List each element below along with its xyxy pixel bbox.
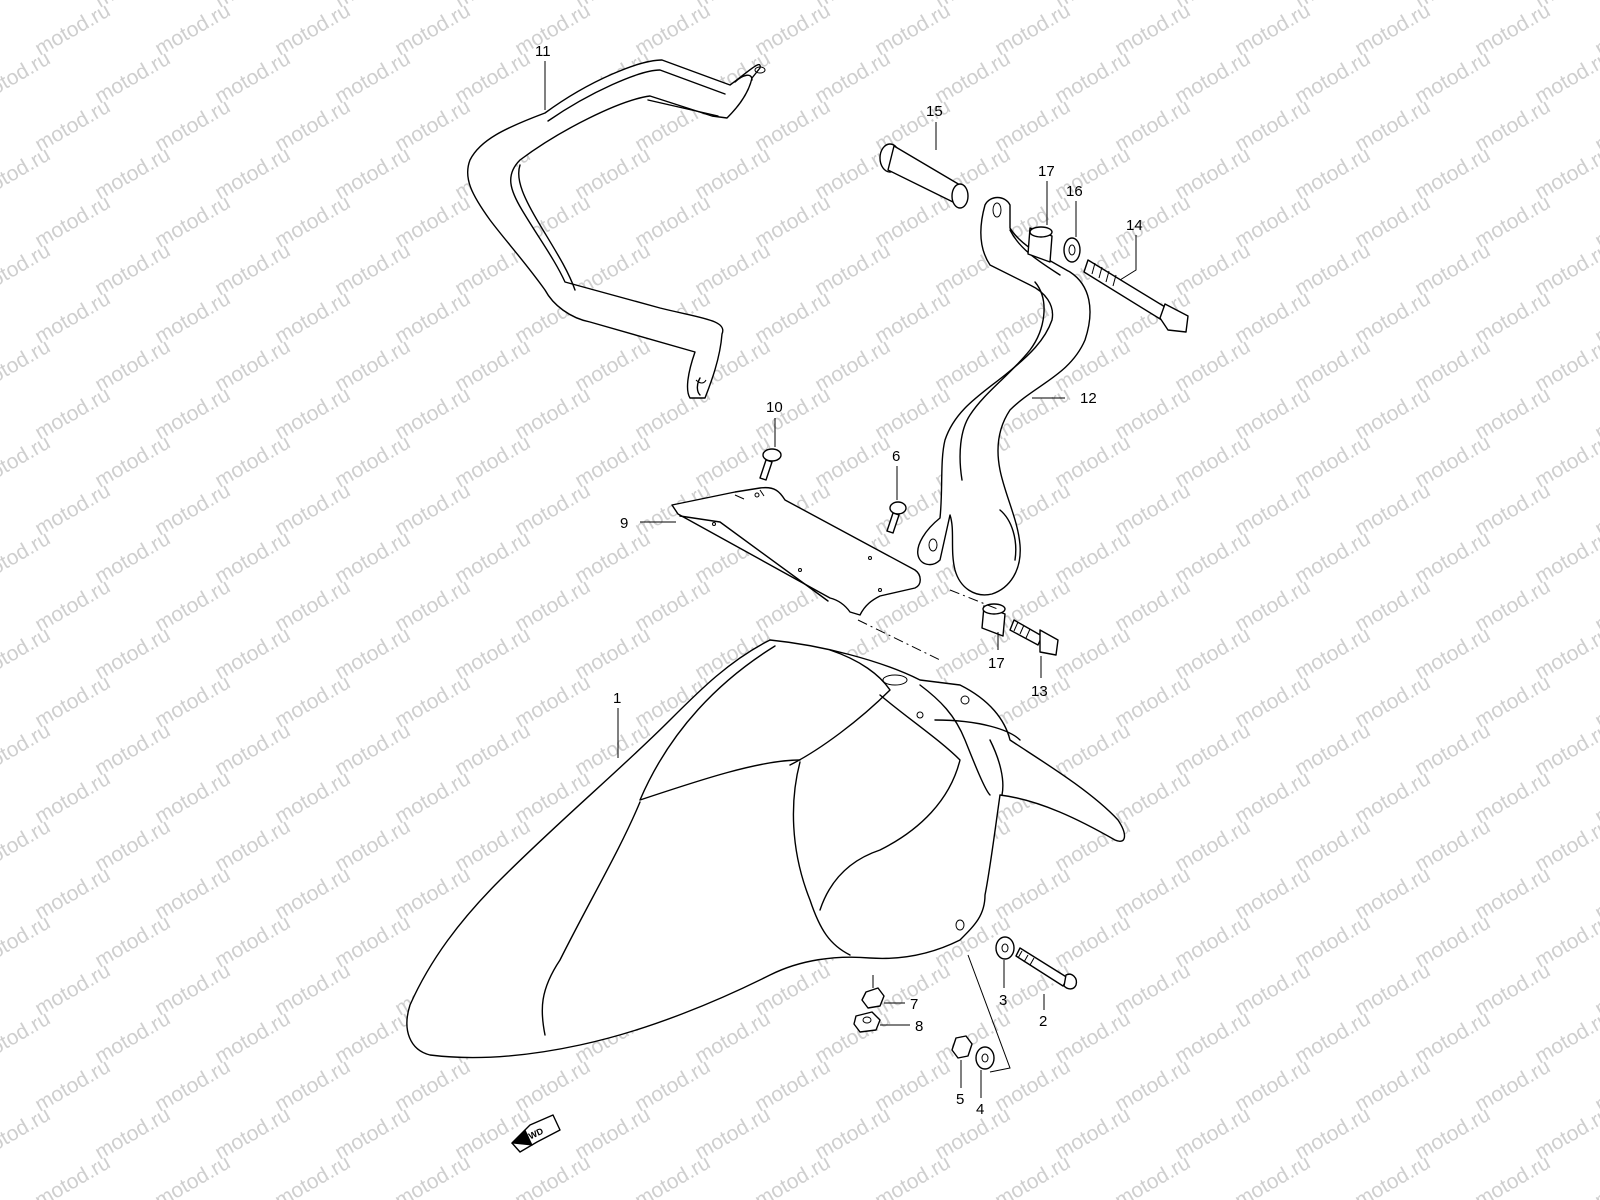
callout-17-upper: 17	[1038, 163, 1055, 180]
callout-12: 12	[1080, 390, 1097, 407]
callout-8: 8	[915, 1018, 923, 1035]
assembly-bracket-line	[967, 954, 1011, 1073]
part-13-bolt	[1009, 619, 1059, 656]
part-14-bolt	[1083, 259, 1189, 333]
part-10-screw	[759, 448, 782, 481]
assembly-line-lower	[857, 619, 941, 661]
callout-5: 5	[956, 1091, 964, 1108]
part-17-spacer-upper	[1027, 226, 1053, 263]
callout-10: 10	[766, 399, 783, 416]
part-4-washer	[975, 1046, 995, 1070]
part-16-washer	[1063, 237, 1081, 263]
part-2-bolt	[1015, 947, 1078, 990]
part-8-nut	[853, 1011, 881, 1033]
callout-labels: 11 15 17 16 14 12 10 6 9 17 13 1 3 2 7 8…	[535, 43, 1143, 1118]
part-9-plate	[671, 486, 921, 616]
callout-13: 13	[1031, 683, 1048, 700]
part-11-brace	[466, 59, 766, 399]
part-3-washer	[995, 936, 1015, 960]
assembly-line-upper	[949, 589, 1001, 611]
fwd-arrow: FWD	[510, 1114, 561, 1153]
callout-9: 9	[620, 515, 628, 532]
callout-14: 14	[1126, 217, 1143, 234]
callout-2: 2	[1039, 1013, 1047, 1030]
callout-7: 7	[910, 996, 918, 1013]
part-1-front-fender	[406, 639, 1126, 1059]
callout-3: 3	[999, 992, 1007, 1009]
callout-16: 16	[1066, 183, 1083, 200]
part-17-spacer-lower	[981, 603, 1006, 637]
callout-17-lower: 17	[988, 655, 1005, 672]
callout-1: 1	[613, 690, 621, 707]
callout-4: 4	[976, 1101, 984, 1118]
callout-6: 6	[892, 448, 900, 465]
leader-lines	[544, 61, 1137, 1098]
part-7-nut	[861, 987, 885, 1009]
callout-11: 11	[535, 43, 551, 60]
part-6-screw	[886, 501, 907, 534]
part-12-brace	[917, 196, 1091, 596]
callout-15: 15	[926, 103, 943, 120]
part-5-nut	[951, 1035, 973, 1059]
part-15-bolt	[879, 143, 969, 209]
